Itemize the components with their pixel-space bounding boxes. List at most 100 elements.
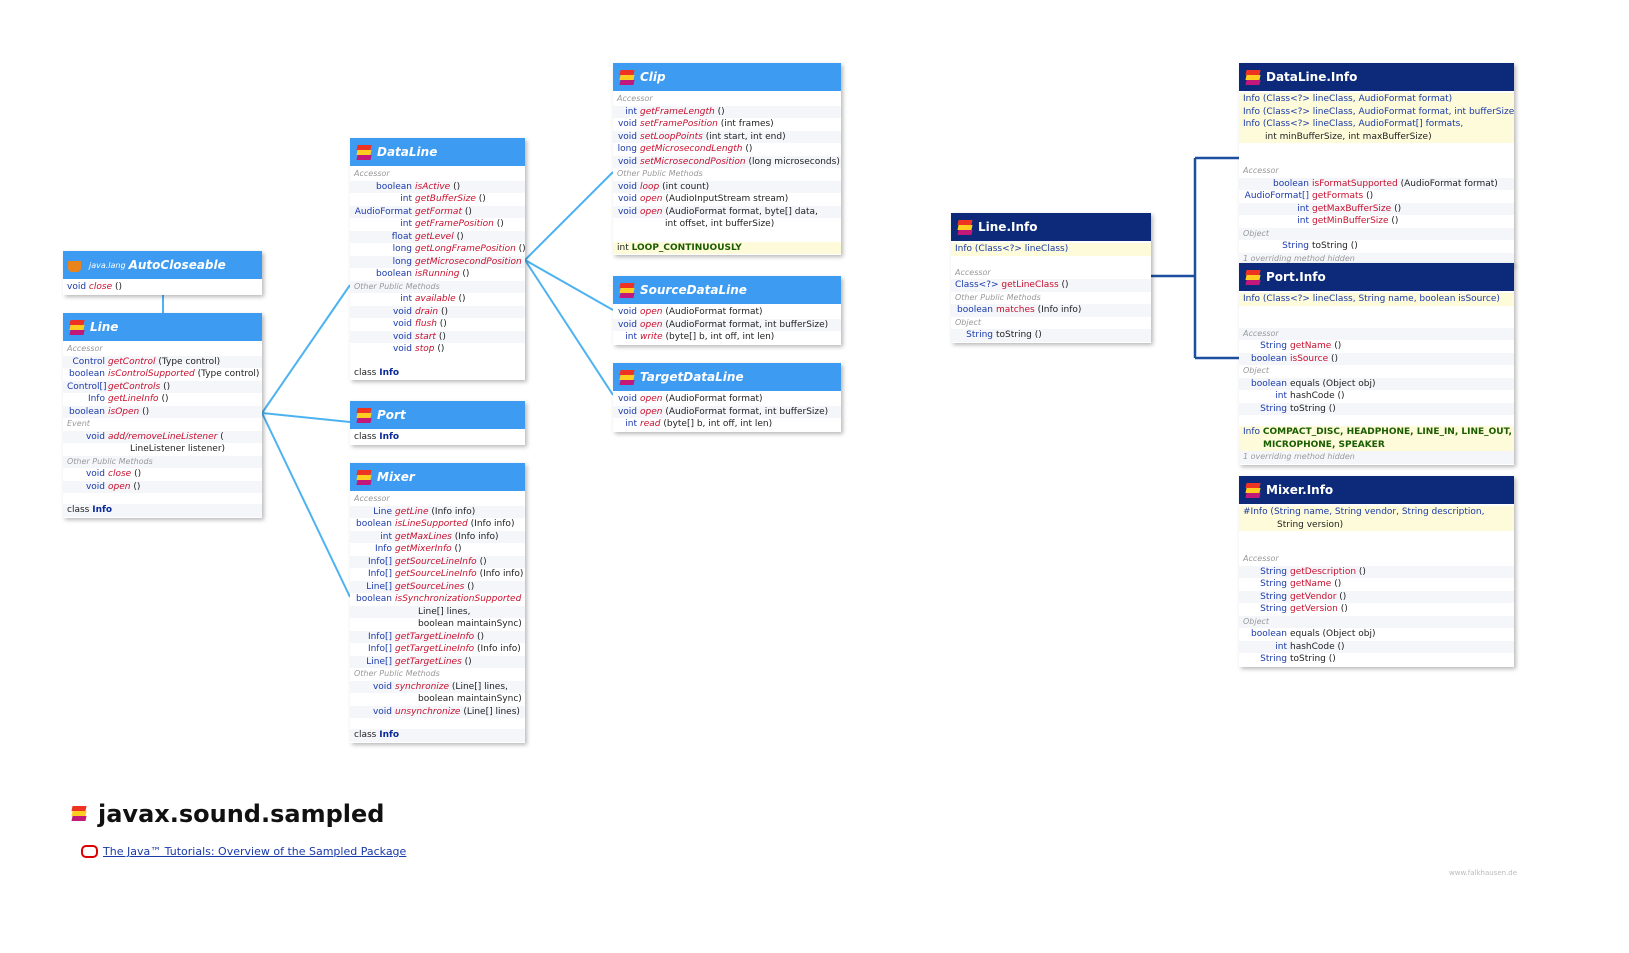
method-row[interactable]: AudioFormat[]getFormats () xyxy=(1239,190,1514,203)
method-row[interactable]: void close () xyxy=(67,282,122,292)
dataline-header[interactable]: DataLine xyxy=(350,138,525,166)
autocloseable-box[interactable]: java.lang AutoCloseable void close () xyxy=(63,251,262,295)
mixer-header[interactable]: Mixer xyxy=(350,463,525,491)
method-row[interactable]: Line[]getTargetLines () xyxy=(350,655,525,668)
clip-header[interactable]: Clip xyxy=(613,63,841,91)
portinfo-header[interactable]: Port.Info xyxy=(1239,263,1514,291)
datalineinfo-box[interactable]: DataLine.Info Info (Class<?> lineClass, … xyxy=(1239,63,1514,266)
portinfo-box[interactable]: Port.Info Info (Class<?> lineClass, Stri… xyxy=(1239,263,1514,465)
constant-row[interactable]: Info COMPACT_DISC, HEADPHONE, LINE_IN, L… xyxy=(1239,426,1514,439)
method-row[interactable]: Info[]getSourceLineInfo (Info info) xyxy=(350,568,525,581)
constructor-row[interactable]: Info (Class<?> lineClass, String name, b… xyxy=(1239,293,1514,306)
method-row[interactable]: Info[]getTargetLineInfo () xyxy=(350,630,525,643)
method-row[interactable]: Line[]getSourceLines () xyxy=(350,580,525,593)
constructor-row[interactable]: Info (Class<?> lineClass, AudioFormat fo… xyxy=(1239,105,1514,118)
mixerinfo-box[interactable]: Mixer.Info #Info (String name, String ve… xyxy=(1239,476,1514,667)
constructor-row[interactable]: Info (Class<?> lineClass) xyxy=(951,243,1151,256)
lineinfo-header[interactable]: Line.Info xyxy=(951,213,1151,241)
nested-class-row[interactable]: class Info xyxy=(354,432,400,442)
line-header[interactable]: Line xyxy=(63,313,262,341)
constructor-row[interactable]: #Info (String name, String vendor, Strin… xyxy=(1239,506,1514,519)
method-row[interactable]: Class<?> getLineClass () xyxy=(951,279,1151,292)
constructor-row[interactable]: Info (Class<?> lineClass, AudioFormat[] … xyxy=(1239,118,1514,131)
constant-row[interactable]: int LOOP_CONTINUOUSLY xyxy=(613,241,841,254)
nested-class-row[interactable]: class Info xyxy=(350,729,525,742)
autocloseable-header[interactable]: java.lang AutoCloseable xyxy=(63,251,262,279)
tutorial-link[interactable]: The Java™ Tutorials: Overview of the Sam… xyxy=(81,845,406,858)
tutorial-link-text[interactable]: The Java™ Tutorials: Overview of the Sam… xyxy=(103,845,407,858)
sourcedataline-header[interactable]: SourceDataLine xyxy=(613,276,841,304)
method-row[interactable]: Info[]getTargetLineInfo (Info info) xyxy=(350,643,525,656)
nested-class-row[interactable]: class Info xyxy=(63,504,262,517)
port-box[interactable]: Port class Info xyxy=(350,401,525,445)
method-row[interactable]: Control[]getControls () xyxy=(63,380,262,393)
datalineinfo-header[interactable]: DataLine.Info xyxy=(1239,63,1514,91)
targetdataline-header[interactable]: TargetDataLine xyxy=(613,363,841,391)
constructor-row[interactable]: Info (Class<?> lineClass, AudioFormat fo… xyxy=(1239,93,1514,106)
nested-class-row[interactable]: class Info xyxy=(354,367,400,378)
mixerinfo-header[interactable]: Mixer.Info xyxy=(1239,476,1514,504)
method-row[interactable]: Info[]getSourceLineInfo () xyxy=(350,555,525,568)
